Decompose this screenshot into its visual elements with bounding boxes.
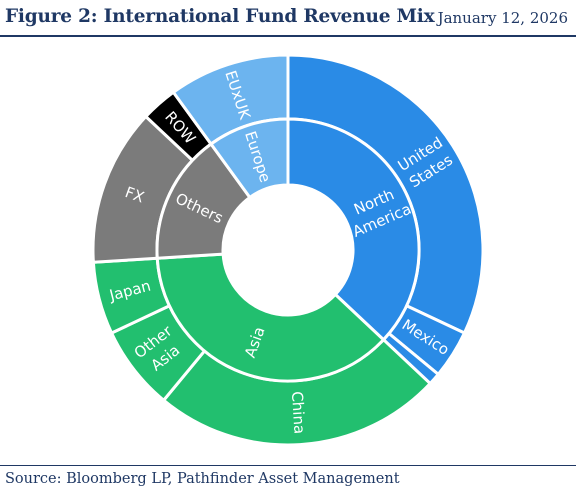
figure-footer: Source: Bloomberg LP, Pathfinder Asset M…: [0, 465, 576, 497]
inner-segment-north-america: [286, 117, 421, 342]
label-china: China: [288, 391, 309, 435]
source-note: Source: Bloomberg LP, Pathfinder Asset M…: [5, 471, 400, 487]
figure-title: Figure 2: International Fund Revenue Mix: [5, 6, 435, 27]
sunburst-svg: UnitedStatesMexicoChinaOtherAsiaJapanFXR…: [91, 53, 485, 447]
figure-header: Figure 2: International Fund Revenue Mix…: [0, 0, 576, 37]
label-fx: FX: [123, 183, 147, 206]
figure-date: January 12, 2026: [437, 9, 568, 27]
inner-segment-asia: [155, 252, 386, 383]
inner-segment-europe: [208, 117, 290, 200]
center-hole: [224, 186, 352, 314]
